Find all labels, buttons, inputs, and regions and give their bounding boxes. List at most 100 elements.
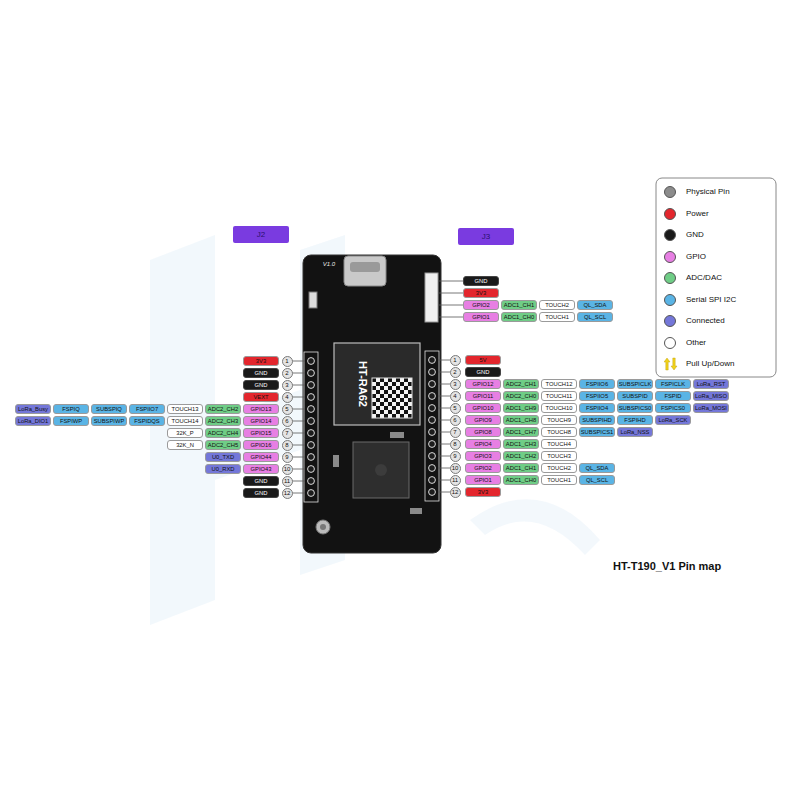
gpio-label: GPIO14	[243, 416, 279, 426]
pin-number: 2	[282, 368, 293, 379]
gpio-label: GPIO2	[463, 300, 499, 310]
power-pin-label: 3V3	[243, 356, 279, 366]
header-name: J3	[458, 228, 514, 245]
other-label: TOUCH2	[539, 300, 575, 310]
pin-number: 1	[450, 355, 461, 366]
watermark-logo	[150, 235, 345, 625]
power-pin-label: VEXT	[243, 392, 279, 402]
pin-number: 9	[450, 451, 461, 462]
legend-box	[656, 178, 776, 377]
legend-label: Power	[686, 207, 709, 221]
other-label: TOUCH4	[541, 439, 577, 449]
gnd-pin-label: GND	[243, 368, 279, 378]
other-label: 32K_P	[167, 428, 203, 438]
pin-number: 4	[282, 392, 293, 403]
module-marking: HT-RA62	[355, 352, 369, 416]
serial-label: QL_SCL	[579, 475, 615, 485]
legend-entry: Other	[664, 336, 772, 350]
connected-label: LoRa_MOSI	[693, 403, 729, 413]
gnd-pin-label: GND	[465, 367, 501, 377]
pin-number: 2	[450, 367, 461, 378]
gpio-label: GPIO9	[465, 415, 501, 425]
qwiic-connector	[425, 273, 438, 322]
other-label: TOUCH10	[541, 403, 577, 413]
other-label: TOUCH12	[541, 379, 577, 389]
pin-number: 3	[450, 379, 461, 390]
serial-label: FSPICLK	[655, 379, 691, 389]
usb-c-connector	[344, 256, 386, 286]
pull-up-down-symbol	[664, 357, 678, 371]
usb-c-port	[350, 262, 380, 272]
adc-label: ADC1_CH2	[503, 451, 539, 461]
pin-number: 3	[282, 380, 293, 391]
adc-label: ADC2_CH1	[503, 379, 539, 389]
serial-label: QL_SDA	[579, 463, 615, 473]
serial-label: FSPID	[655, 391, 691, 401]
leader-line	[438, 354, 450, 498]
pin-number: 7	[282, 428, 293, 439]
pin-number: 10	[282, 464, 293, 475]
gnd-pin-label: GND	[243, 380, 279, 390]
connected-label: LoRa_SCK	[655, 415, 691, 425]
pull-down-arrow	[671, 358, 677, 370]
pin-number: 8	[282, 440, 293, 451]
serial-label: FSPICS0	[655, 403, 691, 413]
legend-entry: Physical Pin	[664, 185, 772, 199]
legend-label: Physical Pin	[686, 185, 730, 199]
legend-entry: GPIO	[664, 250, 772, 264]
legend-label: Connected	[686, 314, 725, 328]
serial-label: QL_SCL	[577, 312, 613, 322]
legend-swatch	[664, 315, 676, 327]
pin-number: 6	[450, 415, 461, 426]
legend-swatch	[664, 337, 676, 349]
legend-label: GND	[686, 228, 704, 242]
pin-number: 12	[450, 487, 461, 498]
serial-label: SUBSPIQ	[91, 404, 127, 414]
adc-label: ADC1_CH0	[501, 312, 537, 322]
header-outline	[425, 351, 439, 501]
gpio-label: GPIO15	[243, 428, 279, 438]
pull-up-arrow	[664, 358, 670, 370]
serial-label: FSPIQ	[53, 404, 89, 414]
gpio-label: GPIO8	[465, 427, 501, 437]
connected-label: U0_TXD	[205, 452, 241, 462]
other-label: TOUCH3	[541, 451, 577, 461]
legend-entry: Connected	[664, 314, 772, 328]
other-label: TOUCH1	[539, 312, 575, 322]
other-label: TOUCH9	[541, 415, 577, 425]
gnd-pin-label: GND	[463, 276, 499, 286]
gpio-label: GPIO2	[465, 463, 501, 473]
pin-number: 5	[282, 404, 293, 415]
qr-code	[372, 378, 412, 418]
gnd-pin-label: GND	[243, 488, 279, 498]
gpio-label: GPIO1	[465, 475, 501, 485]
smd-component	[390, 432, 404, 438]
legend-label: Pull Up/Down	[686, 357, 734, 371]
legend-entry: Pull Up/Down	[664, 357, 772, 371]
legend-label: GPIO	[686, 250, 706, 264]
gnd-pin-label: GND	[243, 476, 279, 486]
serial-label: SUBSPIWP	[91, 416, 127, 426]
adc-label: ADC2_CH3	[205, 416, 241, 426]
adc-label: ADC2_CH5	[205, 440, 241, 450]
legend-swatch	[664, 208, 676, 220]
adc-label: ADC1_CH1	[503, 463, 539, 473]
pin-number: 8	[450, 439, 461, 450]
other-label: TOUCH8	[541, 427, 577, 437]
other-label: 32K_N	[167, 440, 203, 450]
gpio-label: GPIO10	[465, 403, 501, 413]
header-outline	[304, 352, 318, 502]
gpio-label: GPIO4	[465, 439, 501, 449]
serial-label: SUBSPICS1	[579, 427, 615, 437]
pin-number: 4	[450, 391, 461, 402]
power-pin-label: 3V3	[465, 487, 501, 497]
pin-number: 5	[450, 403, 461, 414]
pin-number: 10	[450, 463, 461, 474]
adc-label: ADC1_CH1	[501, 300, 537, 310]
gpio-label: GPIO13	[243, 404, 279, 414]
legend-swatch	[664, 251, 676, 263]
lora-module	[334, 343, 420, 425]
adc-label: ADC1_CH0	[503, 475, 539, 485]
other-label: TOUCH14	[167, 416, 203, 426]
chip-marking	[375, 464, 387, 476]
